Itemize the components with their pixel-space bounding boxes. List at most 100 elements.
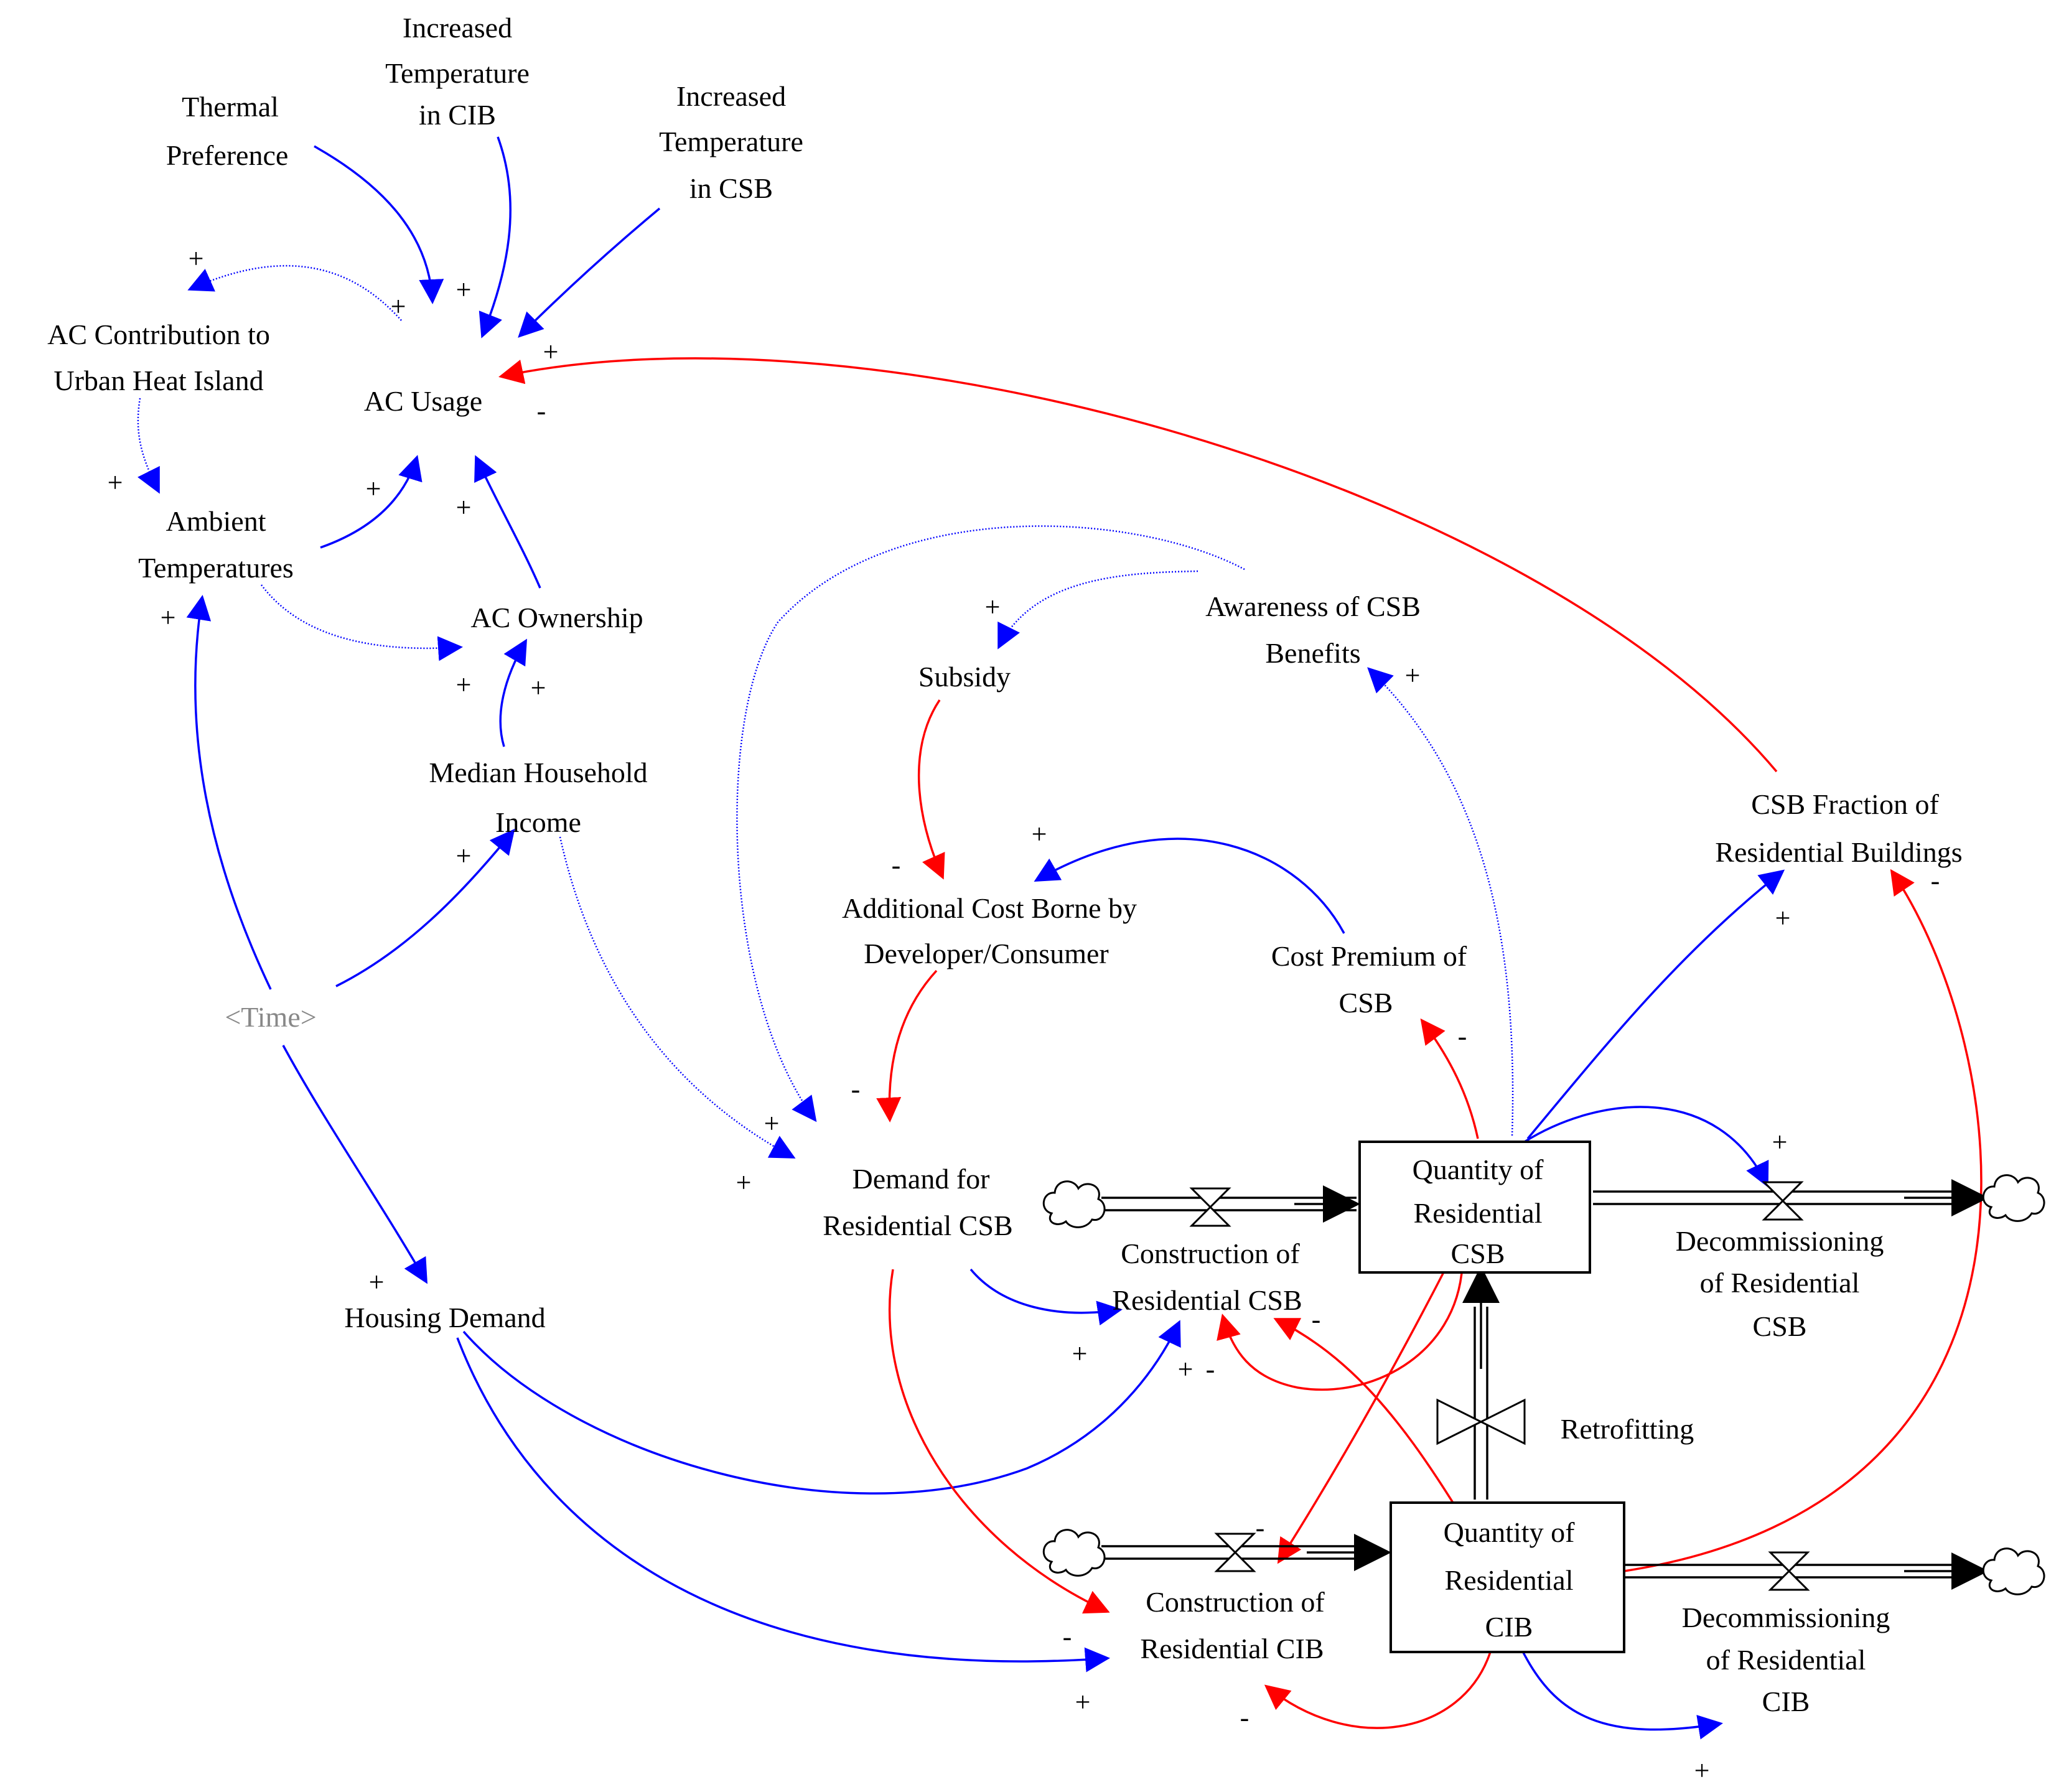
polarity-sign: -: [537, 396, 546, 426]
polarity-sign: -: [892, 850, 901, 880]
link-acusage-to-uhi: [187, 264, 402, 321]
flows: [1042, 1174, 2045, 1595]
polarity-sign: -: [1312, 1304, 1321, 1335]
polarity-sign: -: [1063, 1622, 1072, 1652]
link-demand-to-constcsb: [969, 1268, 1123, 1326]
polarity-sign: +: [456, 841, 472, 871]
valve-retrofitting-icon: [1436, 1398, 1526, 1445]
link-awareness-to-demand: [736, 525, 1245, 1122]
polarity-sign: +: [456, 670, 472, 700]
link-subsidy-to-additional: [917, 699, 945, 880]
polarity-sign: +: [531, 673, 546, 703]
link-ownership-to-acusage: [474, 455, 541, 589]
var-subsidy: Subsidy: [918, 661, 1011, 693]
link-costpremium-to-additional: [1034, 838, 1345, 934]
link-tempcib-to-acusage: [479, 136, 512, 338]
link-qcsb-to-constcsb: [1217, 1266, 1464, 1391]
link-qcib-to-constcib: [1264, 1651, 1492, 1729]
polarity-sign: +: [1032, 819, 1047, 849]
link-ambient-to-acusage: [320, 455, 423, 549]
polarity-sign: +: [1772, 1127, 1788, 1157]
link-income-to-ownership: [499, 638, 528, 747]
link-ambient-to-ownership: [261, 584, 463, 661]
cloud-source-csb-icon: [1042, 1180, 1106, 1228]
link-uhi-to-ambient: [137, 398, 160, 494]
link-tempcsb-to-acusage: [518, 207, 661, 338]
stock-box-quantity-cib: [1390, 1501, 1625, 1653]
stock-box-quantity-csb: [1358, 1141, 1591, 1274]
polarity-sign: -: [1206, 1354, 1215, 1384]
cloud-source-cib-icon: [1042, 1529, 1106, 1577]
valve-decommissioning-cib-icon: [1768, 1551, 1810, 1591]
link-qcsb-to-constcib: [1277, 1266, 1448, 1564]
link-time-to-housing: [282, 1045, 427, 1284]
link-housing-to-constcsb: [462, 1320, 1181, 1495]
cloud-sink-cib-icon: [1982, 1547, 2045, 1595]
link-additional-to-demand: [876, 969, 938, 1122]
link-fraction-to-acusage: [498, 357, 1778, 773]
var-time: <Time>: [225, 1001, 316, 1033]
polarity-sign: +: [1694, 1755, 1710, 1786]
link-qcsb-to-awareness: [1367, 667, 1514, 1136]
link-qcib-to-constcsb: [1273, 1318, 1454, 1503]
cloud-sink-csb-icon: [1982, 1174, 2045, 1222]
polarity-sign: +: [764, 1108, 780, 1139]
polarity-sign: +: [1075, 1687, 1091, 1717]
polarity-sign: -: [1458, 1021, 1467, 1052]
link-qcsb-to-fraction: [1526, 869, 1785, 1140]
polarity-sign: +: [189, 243, 204, 274]
polarity-sign: +: [366, 474, 381, 504]
links-positive: [137, 136, 1785, 1740]
polarity-sign: +: [456, 492, 472, 523]
polarity-sign: +: [1775, 903, 1791, 933]
link-demand-to-constcib: [888, 1269, 1110, 1614]
link-awareness-to-subsidy: [997, 570, 1198, 650]
link-housing-to-constcib: [456, 1337, 1110, 1673]
polarity-sign: -: [1931, 866, 1940, 896]
polarity-sign: +: [543, 337, 559, 367]
polarity-sign: +: [1178, 1354, 1194, 1384]
link-thermal-to-acusage: [314, 145, 444, 304]
valve-construction-cib-icon: [1214, 1533, 1256, 1572]
polarity-sign: +: [736, 1167, 752, 1198]
link-qcib-to-fraction: [1623, 869, 1983, 1572]
link-qcsb-to-decomcsb: [1524, 1106, 1769, 1188]
var-ac-ownership: AC Ownership: [470, 602, 643, 633]
link-time-to-income: [335, 828, 515, 987]
polarity-sign: -: [1256, 1513, 1265, 1543]
polarity-sign: +: [1072, 1338, 1088, 1369]
polarity-signs: + + + + + + + + + + + + + + + - + - + - …: [108, 243, 1940, 1786]
link-income-to-demand: [559, 836, 796, 1159]
polarity-sign: +: [108, 467, 123, 498]
polarity-sign: +: [456, 274, 472, 305]
var-housing-demand: Housing Demand: [344, 1302, 545, 1333]
var-retrofitting: Retrofitting: [1561, 1413, 1694, 1445]
polarity-sign: -: [851, 1074, 861, 1104]
polarity-sign: +: [369, 1267, 385, 1297]
var-ac-usage: AC Usage: [364, 385, 482, 417]
polarity-sign: +: [391, 291, 406, 322]
valve-decommissioning-csb-icon: [1762, 1181, 1804, 1221]
polarity-sign: -: [1240, 1702, 1250, 1733]
links-negative: [498, 357, 1983, 1729]
polarity-sign: +: [161, 602, 176, 633]
polarity-sign: +: [1405, 660, 1421, 691]
link-qcsb-to-costpremium: [1420, 1018, 1479, 1139]
